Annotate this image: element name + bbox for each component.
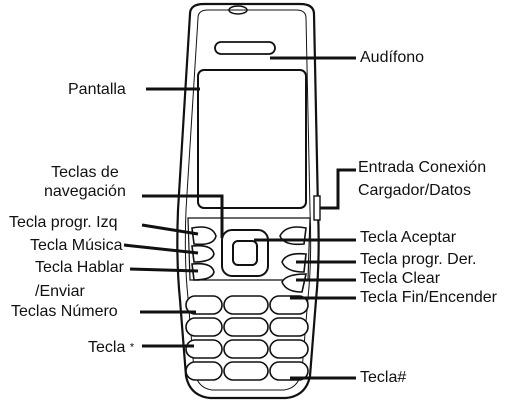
number-key bbox=[223, 361, 269, 381]
nav-center-key bbox=[232, 240, 258, 266]
label-tecla-hablar-enviar: /Enviar bbox=[35, 283, 85, 300]
leader-progr-izq bbox=[141, 223, 199, 236]
leader-hablar bbox=[129, 267, 199, 273]
headset-jack-icon bbox=[228, 5, 248, 15]
label-tecla-progr-der: Tecla progr. Der. bbox=[360, 251, 477, 268]
number-key bbox=[269, 295, 309, 315]
label-tecla-aceptar: Tecla Aceptar bbox=[360, 229, 457, 246]
label-tecla-asterisco-text: Tecla bbox=[88, 339, 126, 356]
number-key bbox=[223, 339, 269, 359]
left-soft-key bbox=[191, 226, 217, 246]
label-audifono: Audífono bbox=[360, 49, 425, 66]
number-key bbox=[269, 317, 309, 337]
label-cargador-datos: Cargador/Datos bbox=[358, 182, 471, 199]
asterisk-symbol: * bbox=[129, 341, 135, 354]
number-keypad bbox=[185, 295, 309, 381]
label-tecla-fin-encender: Tecla Fin/Encender bbox=[360, 289, 497, 306]
talk-key bbox=[191, 262, 215, 281]
number-key bbox=[185, 361, 223, 381]
leader-musica bbox=[123, 243, 199, 255]
label-teclas-navegacion: Teclas de navegación bbox=[44, 163, 126, 201]
leader-navegacion bbox=[142, 194, 224, 238]
number-key bbox=[223, 317, 269, 337]
music-key bbox=[191, 244, 215, 263]
label-tecla-asterisco: Tecla * bbox=[88, 338, 134, 357]
label-tecla-musica: Tecla Música bbox=[30, 237, 123, 254]
label-tecla-hablar: Tecla Hablar bbox=[35, 259, 124, 276]
number-key bbox=[269, 339, 309, 359]
label-teclas-navegacion-line2: navegación bbox=[44, 183, 126, 200]
screen bbox=[197, 69, 307, 209]
label-tecla-clear: Tecla Clear bbox=[360, 270, 441, 287]
earpiece-slot bbox=[214, 41, 276, 55]
number-key bbox=[185, 317, 223, 337]
leader-entrada bbox=[320, 168, 356, 210]
label-tecla-progr-izq: Tecla progr. Izq bbox=[9, 214, 118, 231]
label-teclas-numero: Teclas Número bbox=[11, 303, 118, 320]
clear-key bbox=[281, 252, 307, 273]
label-teclas-navegacion-line1: Teclas de bbox=[51, 164, 119, 181]
label-entrada-conexion: Entrada Conexión bbox=[358, 159, 487, 176]
number-key bbox=[185, 295, 223, 315]
number-key bbox=[269, 361, 309, 381]
side-connector bbox=[313, 195, 321, 221]
number-key bbox=[185, 339, 223, 359]
label-tecla-numeral: Tecla# bbox=[360, 369, 407, 386]
label-pantalla: Pantalla bbox=[68, 81, 126, 98]
number-key bbox=[223, 295, 269, 315]
